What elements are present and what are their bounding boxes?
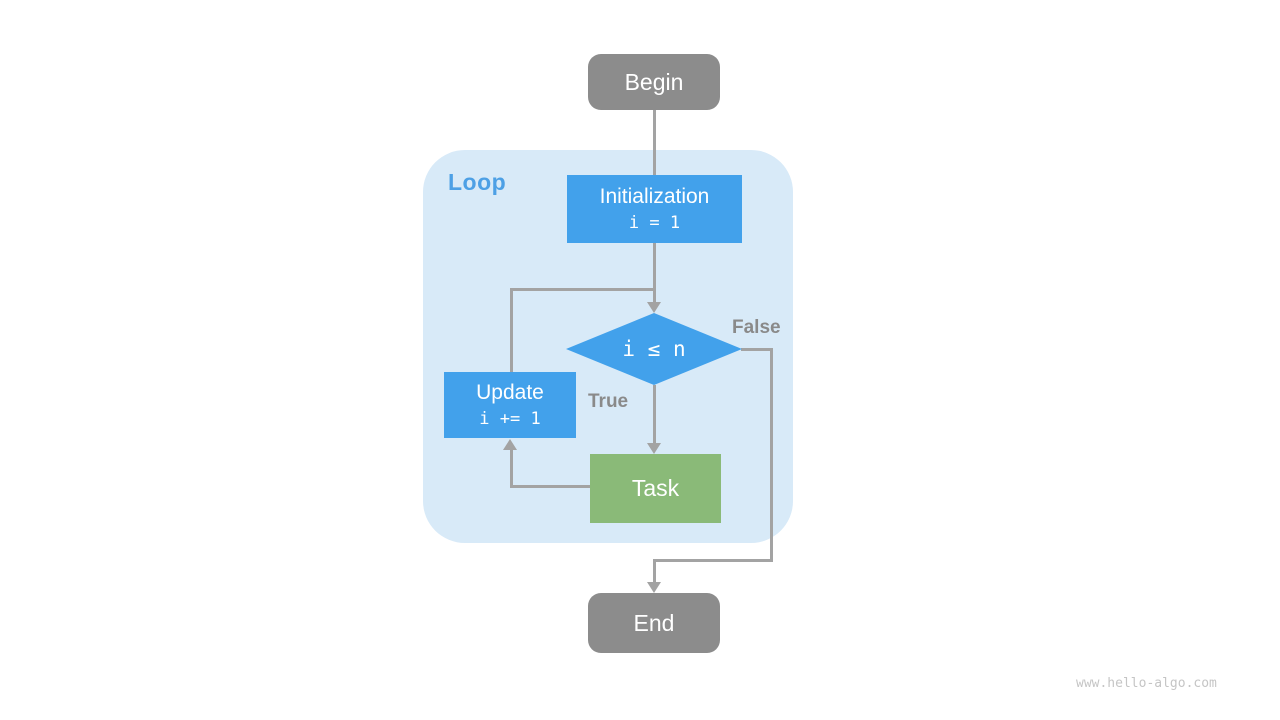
edge-begin-to-init xyxy=(653,110,656,175)
edge-update-feedback-vertical xyxy=(510,288,513,372)
task-node-label: Task xyxy=(631,475,680,502)
update-node-code: i += 1 xyxy=(479,408,541,429)
loop-label: Loop xyxy=(448,169,507,195)
edge-init-to-condition xyxy=(653,243,656,303)
initialization-node-code: i = 1 xyxy=(628,212,681,233)
arrowhead-into-task-icon xyxy=(647,443,661,454)
initialization-node: Initialization i = 1 xyxy=(567,175,742,243)
update-node-title: Update xyxy=(476,381,544,405)
edge-false-into-end xyxy=(653,559,656,582)
edge-task-to-update-vertical xyxy=(510,450,513,488)
true-branch-label: True xyxy=(588,391,629,412)
update-node: Update i += 1 xyxy=(444,372,576,438)
false-branch-label: False xyxy=(732,317,781,338)
task-node: Task xyxy=(590,454,721,523)
end-node-label: End xyxy=(633,609,675,636)
watermark-text: www.hello-algo.com xyxy=(1076,676,1217,691)
end-node: End xyxy=(588,593,720,653)
begin-node: Begin xyxy=(588,54,720,110)
edge-false-horizontal-bottom xyxy=(653,559,773,562)
edge-condition-to-task xyxy=(653,385,656,443)
arrowhead-into-update-icon xyxy=(503,439,517,450)
initialization-node-title: Initialization xyxy=(599,185,710,209)
edge-false-vertical xyxy=(770,348,773,562)
condition-node-code: i ≤ n xyxy=(622,337,686,361)
edge-task-to-update-horizontal xyxy=(510,485,590,488)
edge-false-horizontal-top xyxy=(741,348,773,351)
arrowhead-into-end-icon xyxy=(647,582,661,593)
arrowhead-into-condition-icon xyxy=(647,302,661,313)
begin-node-label: Begin xyxy=(624,68,684,95)
edge-update-feedback-horizontal xyxy=(510,288,656,291)
